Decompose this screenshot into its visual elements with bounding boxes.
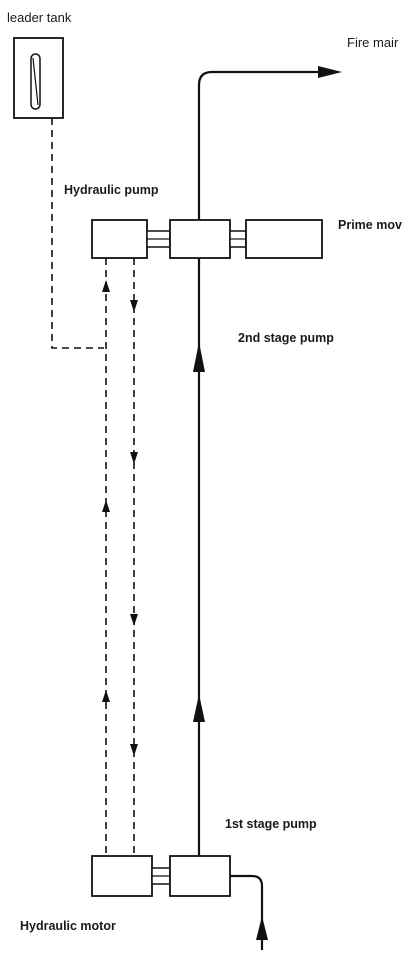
header-tank-connection (51, 118, 104, 349)
hydraulic-motor-label: Hydraulic motor (20, 919, 116, 933)
main-line-arrow-lower (193, 694, 205, 722)
fire-main-label: Fire mair (347, 35, 399, 50)
upper-pump-row (91, 219, 323, 259)
hydraulic-down-arrow (130, 452, 138, 464)
hydraulic-up-arrow (102, 500, 110, 512)
prime-mover-box (245, 219, 323, 259)
hydraulic-up-arrow (102, 690, 110, 702)
hydraulic-motor-box (91, 855, 153, 897)
suction-inlet-arrow (256, 916, 268, 940)
second-stage-pump-label: 2nd stage pump (238, 331, 334, 345)
hydraulic-up-arrow (102, 280, 110, 292)
hydraulic-pump-label: Hydraulic pump (64, 183, 159, 197)
fire-main-line (197, 70, 330, 220)
suction-inlet-line (230, 874, 264, 950)
first-stage-pump-box (169, 855, 231, 897)
fire-main-arrow (318, 66, 342, 78)
header-tank (13, 37, 64, 119)
first-stage-pump-label: 1st stage pump (225, 817, 317, 831)
second-stage-pump-box (169, 219, 231, 259)
header-tank-label: leader tank (7, 10, 72, 25)
main-line-arrow-upper (193, 342, 205, 372)
hydraulic-down-arrow (130, 614, 138, 626)
hydraulic-down-arrow (130, 744, 138, 756)
sight-glass-level (32, 57, 39, 106)
lower-pump-row (91, 855, 231, 897)
hydraulic-down-arrow (130, 300, 138, 312)
prime-mover-label: Prime mov (338, 218, 402, 232)
hydraulic-pump-box (91, 219, 148, 259)
